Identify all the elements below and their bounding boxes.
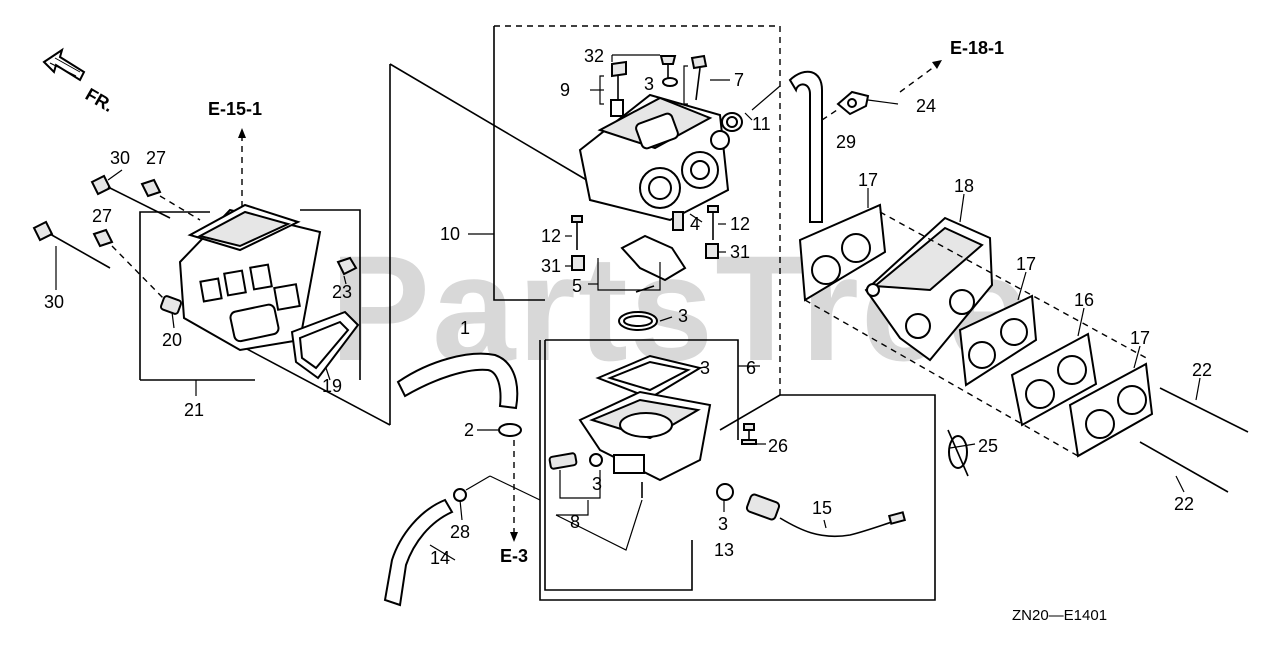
screw-7[interactable] [690,54,708,101]
float-5[interactable] [620,234,687,293]
callout-16[interactable]: 16 [1074,290,1094,310]
callout-3-solenoid[interactable]: 3 [718,514,728,534]
callout-21[interactable]: 21 [184,400,204,420]
callout-27-lower[interactable]: 27 [92,206,112,226]
front-label: FR. [82,84,117,116]
callout-14[interactable]: 14 [430,548,450,568]
callout-26[interactable]: 26 [768,436,788,456]
stud-22-upper[interactable] [1159,387,1249,433]
bolt-30-lower[interactable] [32,220,111,269]
callout-2[interactable]: 2 [464,420,474,440]
breather-tube-29[interactable] [788,70,823,223]
callout-3-drain[interactable]: 3 [592,474,602,494]
callout-10[interactable]: 10 [440,224,460,244]
ref-e3[interactable]: E-3 [500,546,528,566]
callout-19[interactable]: 19 [322,376,342,396]
callout-12-right[interactable]: 12 [730,214,750,234]
callout-22-lower[interactable]: 22 [1174,494,1194,514]
bracket-10 [493,26,545,301]
callout-3-top[interactable]: 3 [644,74,654,94]
callout-31-left[interactable]: 31 [541,256,561,276]
spring-31-left[interactable] [571,255,585,271]
callout-30-upper[interactable]: 30 [110,148,130,168]
callout-13[interactable]: 13 [714,540,734,560]
screw-26[interactable] [741,423,757,445]
callout-8[interactable]: 8 [570,512,580,532]
callout-3-float[interactable]: 3 [678,306,688,326]
screw-12-left[interactable] [571,215,583,250]
clip-25[interactable] [947,429,969,477]
callout-31-right[interactable]: 31 [730,242,750,262]
callout-28[interactable]: 28 [450,522,470,542]
callout-32[interactable]: 32 [584,46,604,66]
callout-1[interactable]: 1 [460,318,470,338]
breather-joint-24[interactable] [836,90,870,116]
clip-2[interactable] [498,423,522,437]
collar-20[interactable] [159,295,183,315]
callout-4[interactable]: 4 [690,214,700,234]
callout-11[interactable]: 11 [752,114,771,134]
washer-3-solenoid[interactable] [716,483,734,501]
screw-32[interactable] [659,55,677,80]
insulator-16[interactable] [1010,332,1098,427]
fuel-cut-solenoid-15[interactable] [745,493,907,538]
callout-9[interactable]: 9 [560,80,570,100]
drain-screw-8[interactable] [548,452,603,470]
float-bowl[interactable] [578,390,712,482]
callout-7[interactable]: 7 [734,70,744,90]
jet-4[interactable] [672,211,684,231]
carburetor-body[interactable] [578,93,730,222]
ref-e18-1[interactable]: E-18-1 [950,38,1004,58]
diagram-code: ZN20—E1401 [1012,607,1107,624]
callout-23[interactable]: 23 [332,282,352,302]
stud-22-lower[interactable] [1139,441,1229,493]
nut-27-lower[interactable] [92,228,114,248]
bolt-30-upper[interactable] [90,174,171,219]
callout-20[interactable]: 20 [162,330,182,350]
callout-15[interactable]: 15 [812,498,832,518]
callout-22-upper[interactable]: 22 [1192,360,1212,380]
nut-23[interactable] [336,256,358,276]
callout-29[interactable]: 29 [836,132,856,152]
callout-3-bowl[interactable]: 3 [700,358,710,378]
breather-hose-1[interactable] [396,352,519,410]
heat-shield-18[interactable] [864,216,994,362]
nut-27-upper[interactable] [140,178,162,198]
air-cleaner-base[interactable] [178,203,322,352]
ref-e15-1[interactable]: E-15-1 [208,99,262,119]
gasket-17-second[interactable] [958,294,1038,387]
callout-30-lower[interactable]: 30 [44,292,64,312]
pilot-screw-9[interactable] [610,60,627,117]
ref-e3-arrow-icon [510,532,518,542]
gasket-19[interactable] [290,310,360,380]
bracket-outer [539,340,936,601]
callout-17-second[interactable]: 17 [1016,254,1036,274]
ref-e15-arrow-icon [238,128,246,138]
callout-18[interactable]: 18 [954,176,974,196]
spring-31-right[interactable] [705,243,719,259]
callout-6[interactable]: 6 [746,358,756,378]
gasket-17-third[interactable] [1068,362,1154,458]
clip-28[interactable] [453,488,467,502]
washer-3-top[interactable] [662,77,678,87]
callout-5[interactable]: 5 [572,276,582,296]
callout-17-third[interactable]: 17 [1130,328,1150,348]
callout-27-upper[interactable]: 27 [146,148,166,168]
bracket-6 [545,339,739,440]
float-bowl-gasket[interactable] [595,354,703,400]
ref-e18-arrow-icon [932,60,942,69]
callout-12-left[interactable]: 12 [541,226,561,246]
callout-24[interactable]: 24 [916,96,936,116]
callout-25[interactable]: 25 [978,436,998,456]
fuel-hose-14[interactable] [383,498,454,607]
screw-12-right[interactable] [707,205,719,240]
gasket-17-first[interactable] [798,203,887,302]
front-arrow-icon [42,47,86,82]
callout-17-first[interactable]: 17 [858,170,878,190]
ref-e18-leader [899,63,939,93]
